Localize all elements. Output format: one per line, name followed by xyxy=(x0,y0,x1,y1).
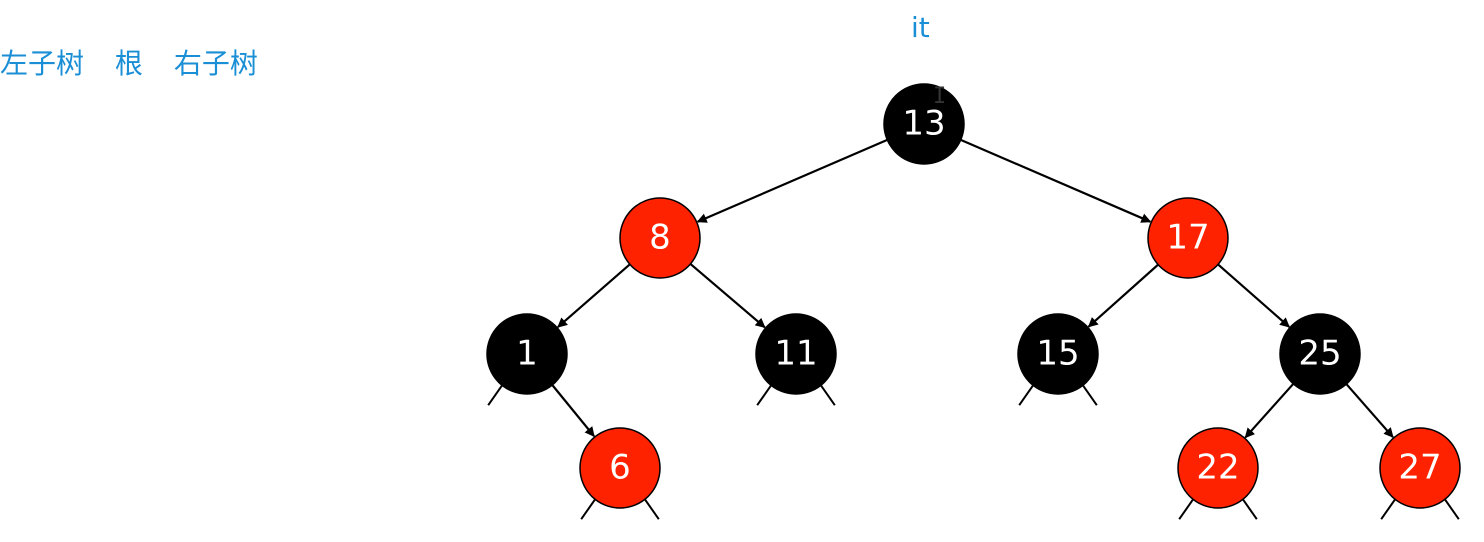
node-value-1: 1 xyxy=(516,334,538,374)
nil-stubs xyxy=(487,384,1460,520)
edge-n17-n15 xyxy=(1087,263,1159,328)
nil-stub-n6 xyxy=(580,498,597,520)
tree-node-17: 17 xyxy=(1147,197,1229,279)
node-circle-27 xyxy=(1379,427,1461,509)
node-value-13: 13 xyxy=(902,104,945,144)
edge-n13-n8 xyxy=(696,138,888,223)
text-cursor-icon: I xyxy=(933,84,947,109)
node-circle-22 xyxy=(1177,427,1259,509)
edge-n13-n17 xyxy=(960,138,1152,223)
subtree-labels: 左子树 根 右子树 xyxy=(0,50,280,78)
node-circle-17 xyxy=(1147,197,1229,279)
nil-stub-n22 xyxy=(1241,498,1258,520)
nil-stub-n6 xyxy=(643,498,660,520)
node-value-6: 6 xyxy=(609,448,631,488)
nil-stub-n27 xyxy=(1443,498,1460,520)
node-value-11: 11 xyxy=(774,334,817,374)
right-subtree-label: 右子树 xyxy=(173,47,258,80)
nil-stub-n15 xyxy=(1081,384,1098,406)
node-circle-6 xyxy=(579,427,661,509)
node-circle-1 xyxy=(486,313,568,395)
nil-stub-n11 xyxy=(819,384,836,406)
edge-n17-n25 xyxy=(1217,263,1290,328)
node-circle-11 xyxy=(755,313,837,395)
node-value-8: 8 xyxy=(649,218,671,258)
tree-node-8: 8 xyxy=(619,197,701,279)
root-label: 根 xyxy=(114,47,143,80)
nil-stub-n22 xyxy=(1178,498,1195,520)
edge-n8-n1 xyxy=(557,263,631,328)
tree-node-27: 27 xyxy=(1379,427,1461,509)
left-subtree-label: 左子树 xyxy=(0,47,85,80)
node-circle-25 xyxy=(1279,313,1361,395)
tree-node-22: 22 xyxy=(1177,427,1259,509)
edge-n25-n27 xyxy=(1345,383,1394,438)
node-value-27: 27 xyxy=(1398,448,1441,488)
nil-stub-n11 xyxy=(756,384,773,406)
edge-n8-n11 xyxy=(689,263,766,329)
edge-n25-n22 xyxy=(1244,383,1295,439)
nil-stub-n1 xyxy=(487,384,504,406)
tree-node-25: 25 xyxy=(1279,313,1361,395)
tree-node-6: 6 xyxy=(579,427,661,509)
nil-stub-n27 xyxy=(1380,498,1397,520)
node-circle-15 xyxy=(1017,313,1099,395)
node-value-15: 15 xyxy=(1036,334,1079,374)
tree-node-1: 1 xyxy=(486,313,568,395)
tree-node-15: 15 xyxy=(1017,313,1099,395)
node-circle-8 xyxy=(619,197,701,279)
tree-node-11: 11 xyxy=(755,313,837,395)
edge-n1-n6 xyxy=(551,384,595,438)
tree-edges xyxy=(551,138,1394,439)
node-value-17: 17 xyxy=(1166,218,1209,258)
tree-node-13: 13 xyxy=(883,83,965,165)
node-value-22: 22 xyxy=(1196,448,1239,488)
iterator-label: it xyxy=(911,11,930,44)
nil-stub-n15 xyxy=(1018,384,1035,406)
node-value-25: 25 xyxy=(1298,334,1341,374)
node-circle-13 xyxy=(883,83,965,165)
